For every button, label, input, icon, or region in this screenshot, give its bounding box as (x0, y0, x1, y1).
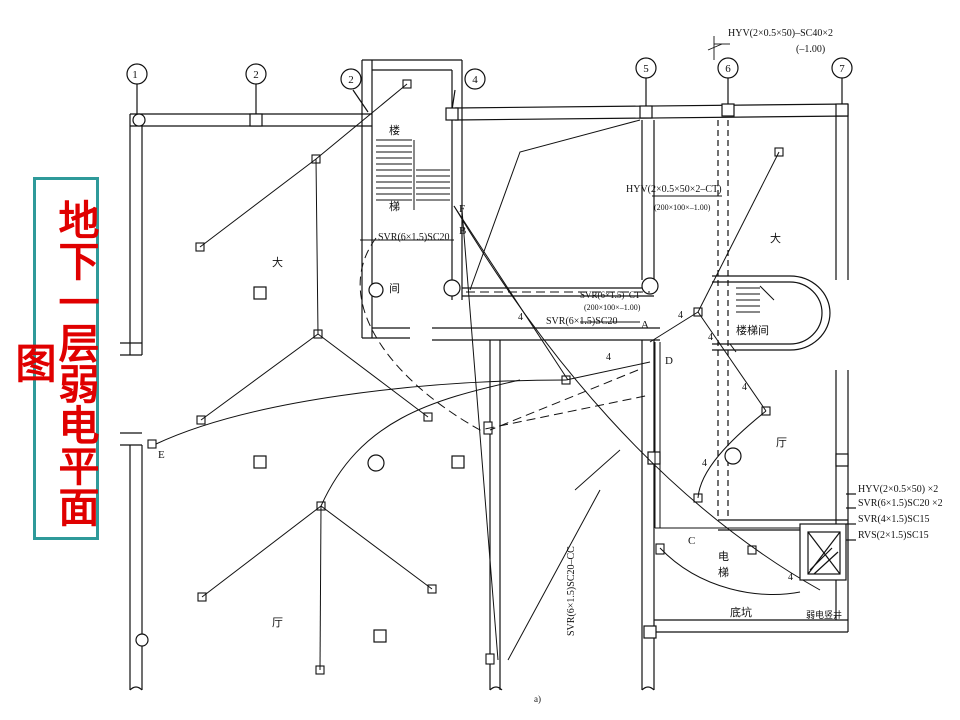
room-label: 梯 (718, 566, 729, 579)
room-label: 楼梯间 (736, 323, 769, 337)
axis-label: 1 (132, 69, 138, 81)
room-label: 厅 (776, 437, 787, 449)
axis-label: 5 (643, 63, 649, 75)
axis-circle (126, 63, 148, 85)
point-label: D (665, 355, 673, 367)
stairs-left (376, 139, 450, 210)
room-label: 大 (272, 255, 283, 269)
wiring (155, 83, 821, 671)
axis-label: 6 (725, 63, 731, 75)
dashed-routes (359, 237, 651, 431)
wire-count: 4 (742, 382, 747, 393)
point-label: A (641, 319, 649, 331)
cable-label: SVR(6×1.5)–CT (580, 290, 641, 300)
cable-label: SVR(6×1.5)SC20 (546, 316, 617, 327)
room-label: 梯 (389, 200, 400, 213)
axis-circle (245, 63, 267, 85)
cable-label: (200×100×–1.00) (584, 303, 641, 312)
walls (120, 59, 849, 691)
wire-count: 4 (702, 458, 707, 469)
title-box: 地下一层弱电平面图 (8, 177, 99, 540)
axis-label: 4 (472, 74, 478, 86)
room-label: 大 (770, 231, 781, 245)
wire-count: 4 (518, 312, 523, 323)
axis-circle (831, 57, 853, 79)
axis-label: 2 (253, 69, 259, 81)
point-label: B (459, 225, 466, 237)
point-label: F (459, 203, 465, 215)
wire-count: 4 (606, 352, 611, 363)
point-label: C (688, 535, 695, 547)
cable-label: (–1.00) (796, 44, 825, 55)
wire-count: 4 (788, 572, 793, 583)
room-label: 弱电竖井 (806, 609, 842, 620)
wire-count: 4 (678, 310, 683, 321)
cable-label: HYV(2×0.5×50×2–CT) (626, 184, 722, 195)
cable-label: (200×100×–1.00) (654, 203, 711, 212)
room-label: 电 (718, 550, 729, 563)
axis-circle (717, 57, 739, 79)
cable-label: HYV(2×0.5×50) ×2 (858, 484, 938, 495)
axis-markers (126, 57, 853, 118)
room-label: 底坑 (730, 605, 752, 619)
cable-label: HYV(2×0.5×50)–SC40×2 (728, 28, 833, 39)
cable-label: SVR(6×1.5)SC20–CC (566, 546, 577, 636)
axis-circle (635, 57, 657, 79)
outlets (147, 79, 784, 675)
room-label: 厅 (272, 617, 283, 629)
axis-circle (340, 68, 362, 90)
room-label: 楼 (389, 123, 400, 137)
stairs-right (736, 281, 775, 313)
leaders (360, 36, 730, 491)
axis-label: 7 (839, 63, 845, 75)
cable-label: SVR(4×1.5)SC15 (858, 514, 929, 525)
cable-label: SVR(6×1.5)SC20 ×2 (858, 498, 943, 509)
figure-caption: a) (534, 694, 541, 704)
cable-label: RVS(2×1.5)SC15 (858, 530, 929, 541)
page-title: 地下一层弱电平面图 (8, 198, 99, 527)
room-label: 间 (389, 282, 400, 295)
wire-count: 4 (708, 332, 713, 343)
axis-label: 2 (348, 74, 354, 86)
axis-circle (464, 68, 486, 90)
cable-label: SVR(6×1.5)SC20 (378, 232, 449, 243)
point-label: E (158, 449, 165, 461)
shaft-box (799, 493, 856, 581)
columns (132, 103, 849, 647)
